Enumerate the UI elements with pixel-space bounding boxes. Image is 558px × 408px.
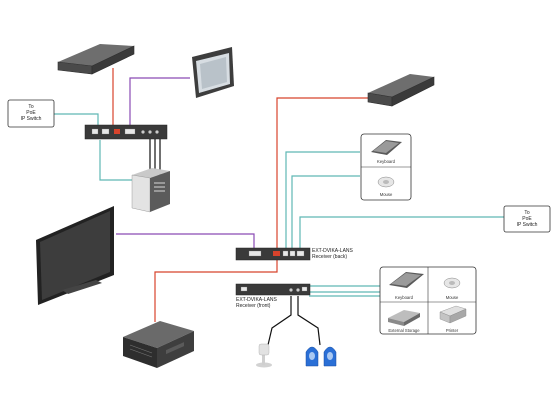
receiver-front-line2: Receiver (front) (236, 303, 271, 309)
poe-left-line3: IP Switch (21, 116, 42, 122)
receiver-back-line2: Receiver (back) (312, 254, 347, 260)
amplifier-icon (367, 74, 435, 107)
monitor-icon (192, 47, 234, 98)
network-wire-right-poe (299, 216, 504, 249)
amplifier-icon (57, 44, 135, 75)
mouse-icon (443, 277, 461, 289)
receiver-front-unit (235, 283, 311, 296)
amplifier-icon (123, 321, 194, 368)
usb-wire-mouse (291, 175, 360, 249)
usb-bottom-printer-label: Printer (446, 328, 459, 333)
usb-bottom-storage-label: External Storage (388, 328, 420, 333)
audio-wire-receiver-amp (276, 97, 370, 249)
usb-top-mouse-label: Mouse (380, 192, 393, 197)
keyboard-icon (389, 272, 424, 288)
usb-top-keyboard-label: Keyboard (377, 159, 396, 164)
keyboard-icon (371, 140, 402, 155)
receiver-front-line1: EXT-DVIKA-LANS (236, 297, 278, 303)
wires (54, 68, 504, 346)
storage-icon (388, 310, 420, 326)
usb-devices-bottom: Keyboard Mouse External Storage Printer (379, 266, 477, 335)
receiver-back-line1: EXT-DVIKA-LANS (312, 248, 354, 254)
poe-left-line1: To (28, 104, 34, 110)
sender-unit (84, 124, 168, 140)
usb-devices-top: Keyboard Mouse (360, 133, 412, 201)
usb-wire-keyboard (285, 151, 360, 249)
network-wire-left-poe (54, 113, 99, 126)
usb-wire-sender-computer (99, 140, 132, 181)
tv-icon (36, 206, 114, 305)
poe-right-line1: To (524, 210, 530, 216)
usb-bottom-keyboard-label: Keyboard (395, 295, 414, 300)
usb-bottom-mouse-label: Mouse (446, 295, 459, 300)
microphone-icon (256, 343, 272, 368)
audio-wire-receiver-bottom-amp (154, 258, 278, 322)
mouse-icon (377, 176, 395, 188)
video-wire-sender-monitor (129, 77, 190, 126)
printer-icon (439, 305, 467, 324)
analog-wire-mic (267, 296, 292, 346)
poe-switch-left: To PoE IP Switch (7, 99, 55, 128)
poe-right-line2: PoE (522, 216, 532, 222)
poe-left-line2: PoE (26, 110, 36, 116)
receiver-back-unit (235, 247, 311, 261)
analog-wire-speakers (297, 296, 321, 346)
speakers-icon (305, 346, 337, 367)
video-wire-receiver-tv (116, 233, 255, 249)
computer-icon (131, 168, 170, 213)
poe-right-line3: IP Switch (517, 222, 538, 228)
poe-switch-right: To PoE IP Switch (503, 205, 551, 233)
